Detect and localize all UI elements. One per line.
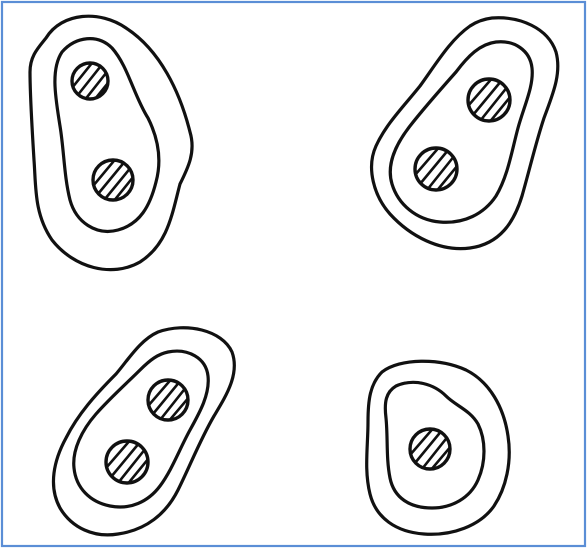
nucleus: [468, 76, 511, 124]
cell-bottom-left: [53, 328, 234, 535]
cell-inner-membrane: [74, 351, 209, 507]
cell-top-left: [30, 16, 192, 269]
cell-inner-membrane: [55, 39, 159, 232]
cell-outer-membrane: [372, 18, 558, 249]
nucleus: [93, 156, 134, 202]
nucleus: [148, 376, 190, 422]
cell-outer-membrane: [53, 328, 234, 535]
nucleus: [415, 145, 458, 193]
cell-bottom-right: [367, 361, 510, 534]
nucleus: [72, 58, 112, 104]
cell-inner-membrane: [390, 42, 532, 223]
nucleus: [106, 438, 149, 486]
cell-top-right: [372, 18, 558, 249]
nucleus: [410, 425, 452, 471]
